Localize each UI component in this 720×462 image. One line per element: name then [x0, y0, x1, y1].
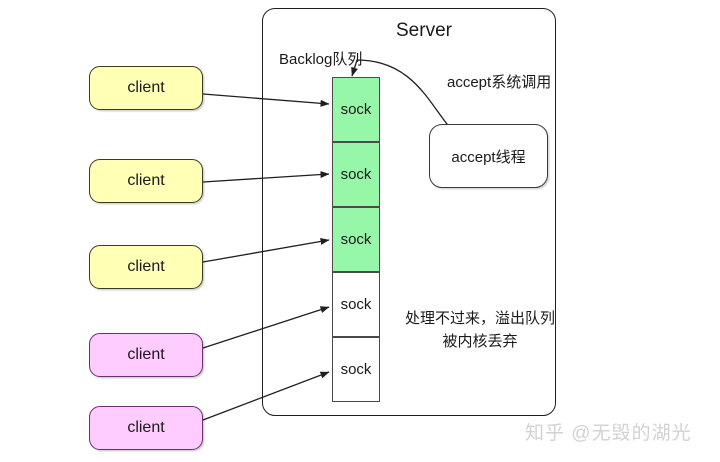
client-label: client: [127, 257, 165, 275]
overflow-note: 处理不过来，溢出队列 被内核丢弃: [390, 308, 570, 353]
arrow-accept-to-backlog: [351, 59, 453, 131]
accept-thread-label: accept线程: [451, 148, 526, 166]
queue-item-sock-3[interactable]: sock: [332, 207, 380, 272]
client-label: client: [127, 171, 165, 189]
overflow-note-line2: 被内核丢弃: [442, 332, 518, 350]
client-node-2[interactable]: client: [89, 159, 203, 203]
page-title: Server: [396, 20, 452, 41]
accept-thread-node[interactable]: accept线程: [429, 124, 548, 188]
arrow-client4-to-sock4: [202, 306, 330, 349]
server-container: [262, 8, 556, 416]
arrow-client5-to-sock5: [202, 371, 330, 421]
arrow-client2-to-sock2: [202, 171, 330, 183]
queue-item-sock-2[interactable]: sock: [332, 142, 380, 207]
client-node-1[interactable]: client: [89, 66, 203, 110]
client-node-4[interactable]: client: [89, 333, 203, 377]
accept-syscall-label: accept系统调用: [447, 74, 552, 91]
sock-label: sock: [340, 295, 372, 313]
client-label: client: [127, 418, 165, 436]
sock-label: sock: [340, 230, 372, 248]
backlog-queue-label: Backlog队列: [279, 51, 363, 68]
queue-item-sock-1[interactable]: sock: [332, 77, 380, 142]
queue-item-sock-5[interactable]: sock: [332, 337, 380, 402]
client-node-5[interactable]: client: [89, 406, 203, 450]
overflow-note-line1: 处理不过来，溢出队列: [404, 310, 555, 327]
sock-label: sock: [340, 100, 372, 118]
arrow-client1-to-sock1: [202, 93, 330, 107]
watermark: 知乎 @无毁的湖光: [525, 423, 692, 444]
queue-item-sock-4[interactable]: sock: [332, 272, 380, 337]
sock-label: sock: [340, 165, 372, 183]
arrow-client3-to-sock3: [202, 238, 330, 263]
client-node-3[interactable]: client: [89, 245, 203, 289]
client-label: client: [127, 78, 165, 96]
client-label: client: [127, 345, 165, 363]
sock-label: sock: [340, 360, 372, 378]
